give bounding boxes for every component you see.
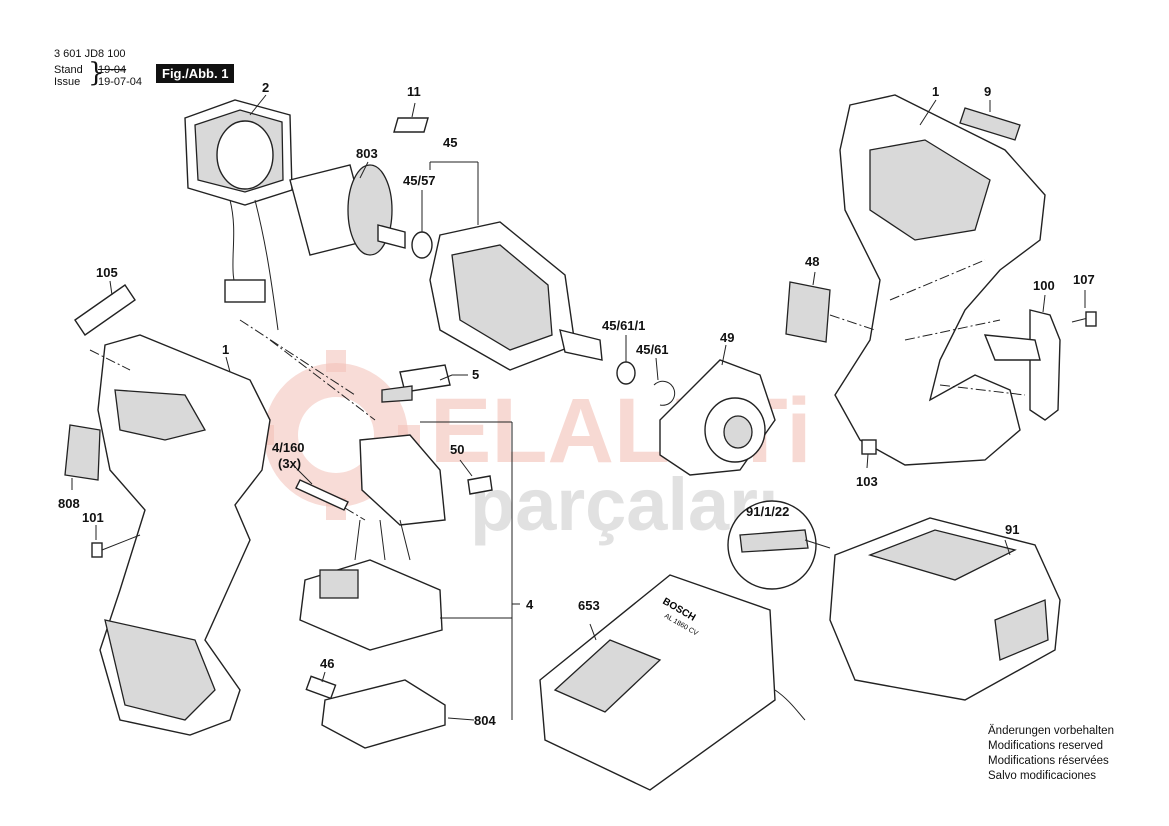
clip-part <box>393 117 429 133</box>
label-808-part <box>64 424 101 481</box>
callout-103: 103 <box>856 474 878 489</box>
plate-105-part <box>74 284 136 336</box>
callout-1-top: 1 <box>932 84 940 99</box>
leader-lines <box>71 94 1086 721</box>
callout-45-57: 45/57 <box>403 173 436 188</box>
issue-date: 19-07-04 <box>98 76 143 88</box>
callout-2: 2 <box>262 80 270 95</box>
nose-cover-part <box>659 359 776 476</box>
stand-date-struck: 19-04 <box>98 64 127 76</box>
callout-45-61: 45/61 <box>636 342 669 357</box>
battery-part <box>829 517 1061 701</box>
assembly-dash-lines <box>89 259 1026 521</box>
slide-switch-part <box>381 364 451 403</box>
switch-assembly-part <box>299 434 446 651</box>
callout-11: 11 <box>407 84 421 99</box>
callout-808: 808 <box>58 496 80 511</box>
brace-icon: } <box>88 58 105 88</box>
screw-101-part <box>91 534 141 558</box>
callout-100: 100 <box>1033 278 1055 293</box>
callout-49: 49 <box>720 330 735 345</box>
callout-4: 4 <box>526 597 534 612</box>
callout-91-1-22: 91/1/22 <box>746 504 790 519</box>
callout-1-left: 1 <box>222 342 230 357</box>
circuit-board-part <box>321 679 446 749</box>
belt-clip-part <box>983 309 1061 421</box>
lever-50-part <box>467 475 493 495</box>
callout-107: 107 <box>1073 272 1095 287</box>
watermark-subtitle: parçaları <box>470 463 779 546</box>
callout-5: 5 <box>472 367 480 382</box>
housing-right-part <box>834 94 1046 466</box>
armature-part <box>289 164 406 256</box>
label-9-part <box>959 107 1021 141</box>
callout-101: 101 <box>82 510 104 525</box>
stator-part <box>184 99 293 331</box>
callout-4-160: 4/160 <box>272 440 305 455</box>
callout-45: 45 <box>443 135 458 150</box>
note-de: Änderungen vorbehalten <box>988 725 1114 737</box>
note-en: Modifications reserved <box>988 740 1104 752</box>
callout-50: 50 <box>450 442 465 457</box>
callout-803: 803 <box>356 146 378 161</box>
callout-3x: (3x) <box>278 456 302 471</box>
circlip-part <box>653 380 676 406</box>
nut-part <box>861 439 877 455</box>
detail-circle <box>727 500 817 590</box>
callout-45-61-1: 45/61/1 <box>602 318 646 333</box>
stand-label: Stand <box>54 64 83 76</box>
figure-tag: Fig./Abb. 1 <box>156 64 235 83</box>
plate-48-part <box>785 281 831 343</box>
ring-45-61-1-part <box>616 361 636 385</box>
callout-804: 804 <box>474 713 496 728</box>
note-es: Salvo modificaciones <box>988 770 1097 782</box>
document-number: 3 601 JD8 100 <box>54 48 126 60</box>
modification-notes: Änderungen vorbehalten Modifications res… <box>988 724 1114 784</box>
note-fr: Modifications réservées <box>988 755 1109 767</box>
callout-46: 46 <box>320 656 335 671</box>
issue-label: Issue <box>54 76 81 88</box>
housing-left-part <box>97 334 271 736</box>
callout-105: 105 <box>96 265 118 280</box>
screw-107-part <box>1071 311 1097 327</box>
gearbox-part <box>429 221 603 371</box>
callout-653: 653 <box>578 598 600 613</box>
callout-48: 48 <box>805 254 820 269</box>
callout-9: 9 <box>984 84 992 99</box>
spring-part <box>305 675 337 700</box>
callout-91: 91 <box>1005 522 1020 537</box>
washer-part <box>411 231 433 259</box>
charger-part <box>539 574 806 791</box>
pin-part <box>295 479 349 511</box>
